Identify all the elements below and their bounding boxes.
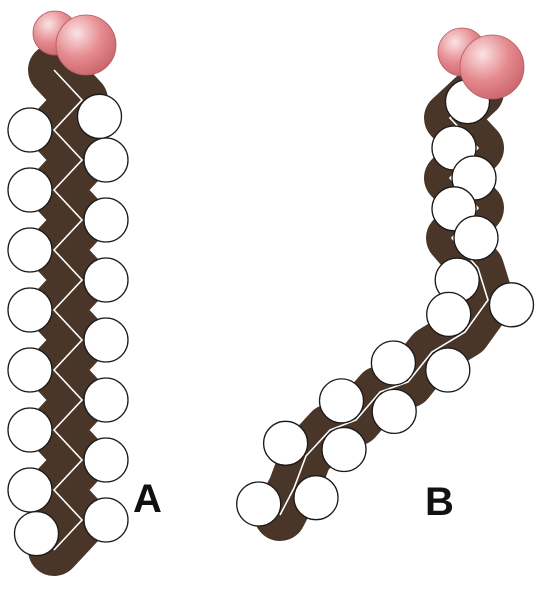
hydrogen-atom [426, 348, 470, 392]
hydrogen-atom [320, 379, 364, 423]
hydrogen-atom [8, 468, 52, 512]
molecule-b-oxygen-front [460, 35, 524, 99]
hydrogen-atom [322, 428, 366, 472]
panel-label-b: B [425, 480, 454, 524]
hydrogen-atom [371, 341, 415, 385]
hydrogen-atom [84, 258, 128, 302]
hydrogen-atom [372, 389, 416, 433]
molecule-a-oxygen-front [56, 15, 116, 75]
hydrogen-atom [8, 228, 52, 272]
hydrogen-atom [84, 498, 128, 542]
hydrogen-atom [454, 216, 498, 260]
hydrogen-atom [264, 421, 308, 465]
molecule-a-carbon-backbone [54, 70, 82, 550]
hydrogen-atom [8, 408, 52, 452]
carbon-backbone-band [54, 70, 82, 550]
hydrogen-atom [490, 283, 534, 327]
panel-label-a: A [133, 477, 162, 521]
hydrogen-atom [8, 108, 52, 152]
hydrogen-atom [84, 198, 128, 242]
hydrogen-atom [84, 438, 128, 482]
hydrogen-atom [427, 292, 471, 336]
hydrogen-atom [84, 138, 128, 182]
molecule-a-straight-chain: A [8, 11, 162, 556]
hydrogen-atom [15, 512, 59, 556]
hydrogen-atom [294, 476, 338, 520]
hydrogen-atom [84, 378, 128, 422]
hydrogen-atom [78, 94, 122, 138]
hydrogen-atom [8, 168, 52, 212]
hydrogen-atom [8, 348, 52, 392]
hydrogen-atom [237, 482, 281, 526]
hydrogen-atom [8, 288, 52, 332]
hydrogen-atom [84, 318, 128, 362]
molecule-b-kinked-chain: B [237, 28, 534, 526]
